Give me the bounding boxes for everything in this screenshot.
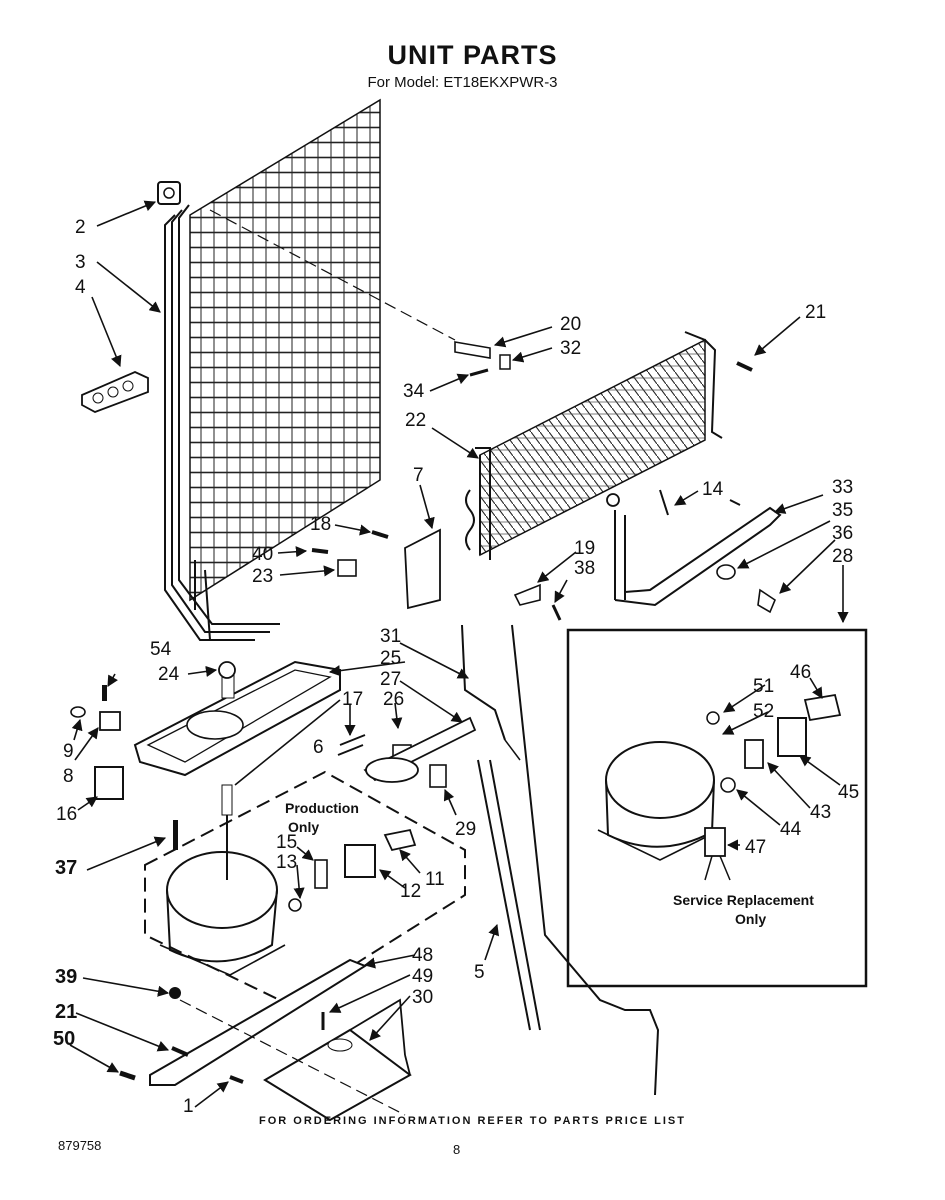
callout-29: 29 — [455, 819, 476, 840]
callout-45: 45 — [838, 782, 859, 803]
callout-7: 7 — [413, 465, 424, 486]
production-only-line2: Only — [288, 819, 319, 835]
callout-44: 44 — [780, 819, 802, 840]
callout-15: 15 — [276, 832, 297, 853]
callout-26: 26 — [383, 689, 404, 710]
drain-pan — [133, 660, 341, 777]
callout-30: 30 — [412, 987, 433, 1008]
callout-32: 32 — [560, 338, 581, 359]
callout-36: 36 — [832, 523, 853, 544]
callout-9: 9 — [63, 741, 74, 762]
callout-4: 4 — [75, 277, 86, 298]
callout-3: 3 — [75, 252, 86, 273]
callout-40: 40 — [252, 544, 273, 565]
callout-49: 49 — [412, 966, 433, 987]
small-parts — [70, 341, 776, 1084]
callout-46: 46 — [790, 662, 811, 683]
page-title: UNIT PARTS — [387, 40, 558, 70]
page-number: 8 — [453, 1142, 461, 1157]
callout-51: 51 — [753, 676, 774, 697]
ordering-info: FOR ORDERING INFORMATION REFER TO PARTS … — [259, 1115, 686, 1127]
callout-54: 54 — [150, 639, 172, 660]
callout-50: 50 — [53, 1028, 75, 1050]
compressor-mount — [149, 958, 412, 1122]
callout-16: 16 — [56, 804, 77, 825]
callout-52: 52 — [753, 701, 774, 722]
service-replacement-line1: Service Replacement — [673, 892, 814, 908]
callout-21-bottom: 21 — [55, 1001, 77, 1023]
callout-37: 37 — [55, 857, 77, 879]
compressor-service — [597, 693, 842, 881]
callout-21-top: 21 — [805, 302, 826, 323]
callout-33: 33 — [832, 477, 853, 498]
relay-overload-production — [288, 828, 417, 912]
callout-47: 47 — [745, 837, 766, 858]
callout-2: 2 — [75, 217, 86, 238]
callout-12: 12 — [400, 881, 421, 902]
evaporator-coil — [465, 331, 723, 560]
defrost-heater — [606, 493, 782, 607]
callout-20: 20 — [560, 314, 581, 335]
document-number: 879758 — [58, 1138, 102, 1153]
callout-5: 5 — [474, 962, 485, 983]
callout-24: 24 — [158, 664, 180, 685]
production-only-line1: Production — [285, 800, 359, 816]
callout-13: 13 — [276, 852, 297, 873]
callout-48: 48 — [412, 945, 433, 966]
callout-11: 11 — [425, 869, 445, 890]
tubing-clip-part-4 — [81, 371, 149, 413]
callout-38: 38 — [574, 558, 595, 579]
callout-6: 6 — [313, 737, 324, 758]
leader-arrows — [69, 200, 849, 1108]
callout-28: 28 — [832, 546, 853, 567]
service-replacement-line2: Only — [735, 911, 766, 927]
callout-27: 27 — [380, 669, 401, 690]
callout-31: 31 — [380, 626, 401, 647]
condenser-coil — [157, 98, 381, 641]
model-subtitle: For Model: ET18EKXPWR-3 — [367, 74, 558, 91]
callout-35: 35 — [832, 500, 853, 521]
callout-19: 19 — [574, 538, 595, 559]
callout-39: 39 — [55, 966, 77, 988]
callout-labels: 2 3 4 20 32 21 34 22 7 14 33 35 36 28 18… — [53, 217, 859, 1117]
callout-23: 23 — [252, 566, 273, 587]
callout-25: 25 — [380, 648, 401, 669]
callout-18: 18 — [310, 514, 331, 535]
callout-1: 1 — [183, 1096, 194, 1117]
callout-43: 43 — [810, 802, 831, 823]
callout-8: 8 — [63, 766, 74, 787]
callout-22: 22 — [405, 410, 426, 431]
callout-14: 14 — [702, 479, 724, 500]
compressor-production — [159, 784, 286, 976]
callout-34: 34 — [403, 381, 425, 402]
callout-17: 17 — [342, 689, 363, 710]
